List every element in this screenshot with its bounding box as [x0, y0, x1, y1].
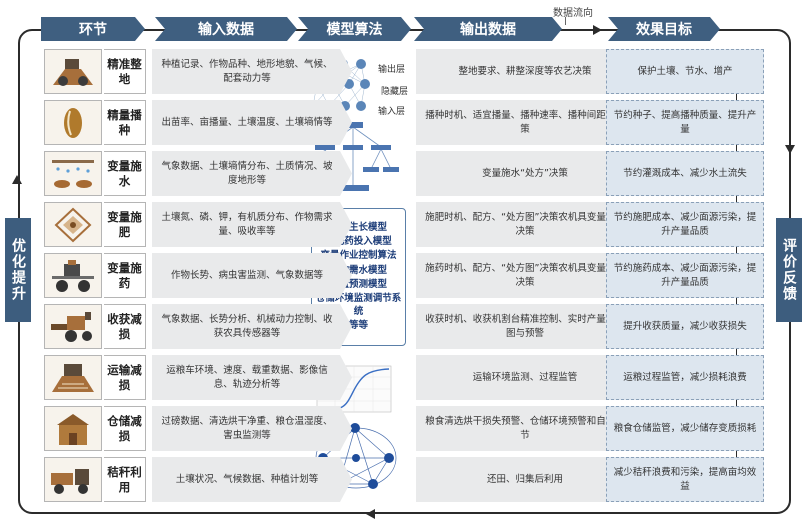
effect-target-cell: 节约施药成本、减少面源污染，提升产量品质 — [606, 253, 764, 298]
effect-target-cell: 保护土壤、节水、增产 — [606, 49, 764, 94]
tractor-plow-icon — [44, 49, 102, 94]
seed-icon — [44, 100, 102, 145]
truck-icon — [44, 355, 102, 400]
input-data-cell: 气象数据、土壤墒情分布、土质情况、坡度地形等 — [152, 151, 352, 196]
input-data-cell: 运粮车环境、速度、载重数据、影像信息、轨迹分析等 — [152, 355, 352, 400]
effect-target-cell: 减少秸秆浪费和污染，提高亩均效益 — [606, 457, 764, 502]
baler-icon — [44, 457, 102, 502]
irrigation-icon — [44, 151, 102, 196]
nn-output-layer-label: 输出层 — [378, 65, 406, 75]
stage-name: 变量施肥 — [104, 202, 146, 247]
stage-name: 仓储减损 — [104, 406, 146, 451]
loop-arrow-left-icon — [12, 175, 22, 184]
stage-name: 运输减损 — [104, 355, 146, 400]
sprayer-icon — [44, 253, 102, 298]
algorithm-item: 变量作业控制算法 — [320, 250, 397, 262]
side-label-optimize: 优化提升 — [5, 218, 31, 322]
algorithm-item: 等等 — [348, 320, 368, 332]
effect-target-cell: 节约种子、提高播种质量、提升产量 — [606, 100, 764, 145]
header-output: 输出数据 — [414, 17, 562, 41]
input-data-cell: 出苗率、亩播量、土壤温度、土壤墒情等 — [152, 100, 352, 145]
stage-name: 精准整地 — [104, 49, 146, 94]
input-data-cell: 气象数据、长势分析、机械动力控制、收获农具传感器等 — [152, 304, 352, 349]
algorithm-item: 作物生长模型 — [329, 221, 387, 233]
input-data-cell: 过磅数据、清选烘干净重、粮仓温湿度、害虫监测等 — [152, 406, 352, 451]
algorithm-item: 种肥药投入模型 — [325, 235, 392, 247]
stage-name: 收获减损 — [104, 304, 146, 349]
effect-target-cell: 运粮过程监管，减少损耗浪费 — [606, 355, 764, 400]
side-label-feedback: 评价反馈 — [776, 218, 802, 322]
input-data-cell: 种植记录、作物品种、地形地貌、气候、配套动力等 — [152, 49, 352, 94]
loop-arrow-top-icon — [593, 25, 602, 35]
nn-input-layer-label: 输入层 — [378, 107, 406, 117]
loop-arrow-bottom-icon — [366, 509, 375, 519]
flow-direction-label: 数据流向 — [553, 8, 593, 19]
header-model: 模型算法 — [298, 17, 411, 41]
stage-name: 精量播种 — [104, 100, 146, 145]
algorithm-item: 仓储环境监测调节系统 — [315, 293, 402, 317]
algorithm-item: 产量预测模型 — [329, 279, 387, 290]
granary-icon — [44, 406, 102, 451]
header-input: 输入数据 — [155, 17, 297, 41]
effect-target-cell: 粮食仓储监管，减少储存变质损耗 — [606, 406, 764, 451]
input-data-cell: 作物长势、病虫害监测、气象数据等 — [152, 253, 352, 298]
nn-hidden-layer-label: 隐藏层 — [381, 87, 409, 97]
header-effect: 效果目标 — [608, 17, 720, 41]
effect-target-cell: 节约施肥成本、减少面源污染，提升产量品质 — [606, 202, 764, 247]
stage-name: 变量施药 — [104, 253, 146, 298]
loop-arrow-right-icon — [785, 145, 795, 154]
effect-target-cell: 提升收获质量，减少收获损失 — [606, 304, 764, 349]
fertilizer-icon — [44, 202, 102, 247]
header-stage: 环节 — [41, 17, 145, 41]
input-data-cell: 土壤氮、磷、钾，有机质分布、作物需求量、吸收率等 — [152, 202, 352, 247]
effect-target-cell: 节约灌溉成本、减少水土流失 — [606, 151, 764, 196]
algorithm-item: 作物需水模型 — [329, 264, 387, 276]
stage-name: 变量施水 — [104, 151, 146, 196]
input-data-cell: 土壤状况、气候数据、种植计划等 — [152, 457, 352, 502]
harvester-icon — [44, 304, 102, 349]
flow-direction-line — [565, 17, 566, 25]
stage-name: 秸秆利用 — [104, 457, 146, 502]
